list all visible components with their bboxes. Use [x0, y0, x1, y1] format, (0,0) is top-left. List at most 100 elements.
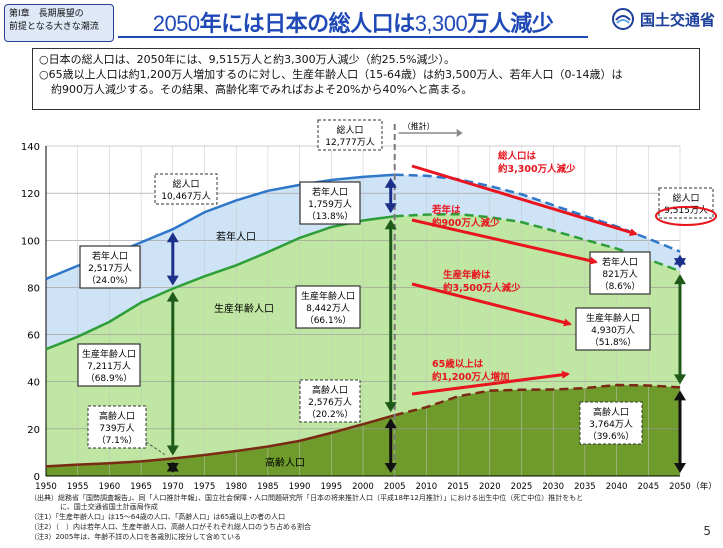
arrow-working-1970-head-bottom [166, 445, 179, 456]
x-tick-label: 1955 [67, 482, 89, 490]
y-tick-label: 40 [27, 378, 40, 389]
change-arrow-working [411, 282, 572, 327]
callout-2005-total-line-2: 12,777万人 [325, 137, 375, 148]
line-elderly-actual [45, 413, 396, 468]
change-arrow-total [411, 164, 638, 237]
callout-2050-working-line-2: 4,930万人 [591, 325, 635, 336]
projection-label: （推計） [403, 121, 435, 131]
change-young-line-1: 若年は [431, 204, 461, 216]
x-tick-label: 2025 [511, 482, 533, 490]
y-tick-label: 0 [34, 472, 40, 483]
callout-2050-working-line-3: （51.8%） [590, 337, 637, 348]
arrow-working-2005-head-top [384, 219, 397, 230]
callout-1950-young-box [79, 245, 141, 289]
callout-1950-elderly-box [87, 405, 147, 449]
x-tick-label: 2045 [637, 482, 659, 490]
arrow-working-2050-head-top [674, 274, 686, 285]
callout-1950-working-line-1: 生産年齢人口 [82, 348, 136, 360]
page-title: 2050年には日本の総人口は3,300万人減少 [118, 6, 588, 38]
callout-1950-elderly-line-1: 高齢人口 [99, 410, 135, 422]
arrow-young-1970-head-bottom [166, 275, 179, 286]
callout-2050-working-line-1: 生産年齢人口 [586, 312, 640, 324]
callout-2050-total-box [658, 187, 714, 219]
x-tick-label: 2020 [479, 482, 501, 490]
callout-1950-elderly-line-2: 739万人 [99, 423, 134, 434]
footnote-note-1: （注1）「生産年齢人口」は15～64歳の人口、「高齢人口」は65歳以上の者の人口 [30, 513, 286, 521]
x-tick-label: 1965 [130, 482, 152, 490]
x-axis-unit: （年） [691, 481, 717, 490]
callout-2005-working-box [295, 285, 361, 329]
ministry-emblem-icon [611, 8, 634, 30]
y-tick-label: 80 [27, 283, 40, 294]
highlight-2050-total [655, 206, 717, 226]
y-tick-label: 140 [21, 142, 40, 153]
x-tick-label: 2030 [542, 482, 564, 490]
y-tick-label: 120 [21, 189, 40, 200]
callout-2005-elderly-box [299, 379, 361, 423]
change-arrow-elderly [411, 370, 570, 396]
x-tick-label: 2000 [352, 482, 374, 490]
callout-2050-elderly-line-2: 3,764万人 [589, 419, 633, 430]
arrow-elderly-2005-head-top [384, 418, 397, 429]
summary-line-3: 約900万人減少する。その結果、高齢化率でみればおよそ20%から40%へと高まる… [51, 83, 473, 96]
callout-2050-young-box [589, 251, 651, 295]
title-underline [118, 36, 588, 38]
callout-2005-working-line-2: 8,442万人 [306, 303, 350, 314]
callout-2005-young-box [299, 181, 361, 225]
callout-1970-total-box [154, 173, 218, 205]
change-elderly-line-2: 約1,200万人増加 [432, 371, 510, 383]
arrow-young-2005-head-top [384, 177, 397, 188]
arrow-working-2005-head-bottom [384, 402, 397, 413]
callout-1950-working-line-3: （68.9%） [86, 373, 133, 384]
callout-2005-young-line-1: 若年人口 [312, 186, 348, 198]
title-number: 3,300 [414, 11, 468, 36]
callout-1970-total-line-1: 総人口 [172, 178, 199, 190]
title-text-1: 年には日本の総人口は [199, 12, 416, 37]
y-tick-label: 60 [27, 331, 40, 342]
ministry-name: 国土交通省 [639, 10, 715, 29]
x-tick-label: 1950 [35, 482, 57, 490]
callout-2050-total-line-2: 9,515万人 [664, 205, 708, 216]
summary-line-1: ○日本の総人口は、2050年には、9,515万人と約3,300万人減少（約25.… [39, 53, 456, 66]
x-tick-label: 2015 [447, 482, 469, 490]
arrow-elderly-1970-head-bottom [166, 463, 179, 473]
chapter-box: 第Ⅰ章 長期展望の 前提となる大きな潮流 [4, 4, 114, 42]
x-tick-label: 2050 [669, 482, 691, 490]
x-tick-label: 1995 [320, 482, 342, 490]
area-label-elderly: 高齢人口 [265, 456, 305, 469]
callout-1950-young-line-1: 若年人口 [92, 250, 128, 262]
y-tick-label: 20 [27, 425, 40, 436]
chapter-line-2: 前提となる大きな潮流 [9, 22, 99, 32]
y-tick-label: 100 [21, 236, 40, 247]
callout-2050-young-line-2: 821万人 [602, 269, 637, 280]
summary-line-2: ○65歳以上人口は約1,200万人増加するのに対し、生産年齢人口（15-64歳）… [39, 68, 623, 81]
callout-2005-elderly-line-2: 2,576万人 [308, 397, 352, 408]
area-label-young: 若年人口 [216, 230, 256, 243]
callout-2005-total-box [317, 119, 383, 151]
x-tick-label: 1970 [162, 482, 184, 490]
x-tick-label: 2040 [606, 482, 628, 490]
arrow-elderly-2050-head-bottom [674, 463, 686, 473]
arrow-young-2050-head-bottom [674, 258, 686, 269]
callout-1970-total-line-2: 10,467万人 [161, 191, 211, 202]
arrow-working-1970-head-top [166, 291, 179, 302]
change-elderly-line-1: 65歳以上は [432, 358, 484, 370]
x-tick-label: 1985 [257, 482, 279, 490]
callout-2005-working-line-1: 生産年齢人口 [301, 290, 355, 302]
x-tick-label: 1980 [225, 482, 247, 490]
x-tick-label: 1990 [289, 482, 311, 490]
callout-2005-young-line-2: 1,759万人 [308, 199, 352, 210]
callout-2005-young-line-3: （13.8%） [307, 211, 354, 222]
projection-arrow-head [456, 129, 463, 137]
callout-1950-elderly-leader [145, 441, 166, 455]
arrow-young-1970-head-top [166, 232, 179, 243]
ministry-logo: 国土交通省 [611, 8, 715, 30]
footnote-note-2: （注2）（ ）内は若年人口、生産年齢人口、高齢人口がそれぞれ総人口のうち占める割… [30, 523, 311, 531]
x-tick-label: 1975 [194, 482, 216, 490]
callout-2050-elderly-line-3: （39.6%） [588, 431, 635, 442]
callout-2005-working-line-3: （66.1%） [305, 315, 352, 326]
callout-1950-working-box [77, 343, 141, 387]
callout-2050-total-line-1: 総人口 [672, 192, 699, 204]
area-label-working: 生産年齢人口 [214, 302, 274, 315]
summary-box: ○日本の総人口は、2050年には、9,515万人と約3,300万人減少（約25.… [32, 48, 700, 110]
